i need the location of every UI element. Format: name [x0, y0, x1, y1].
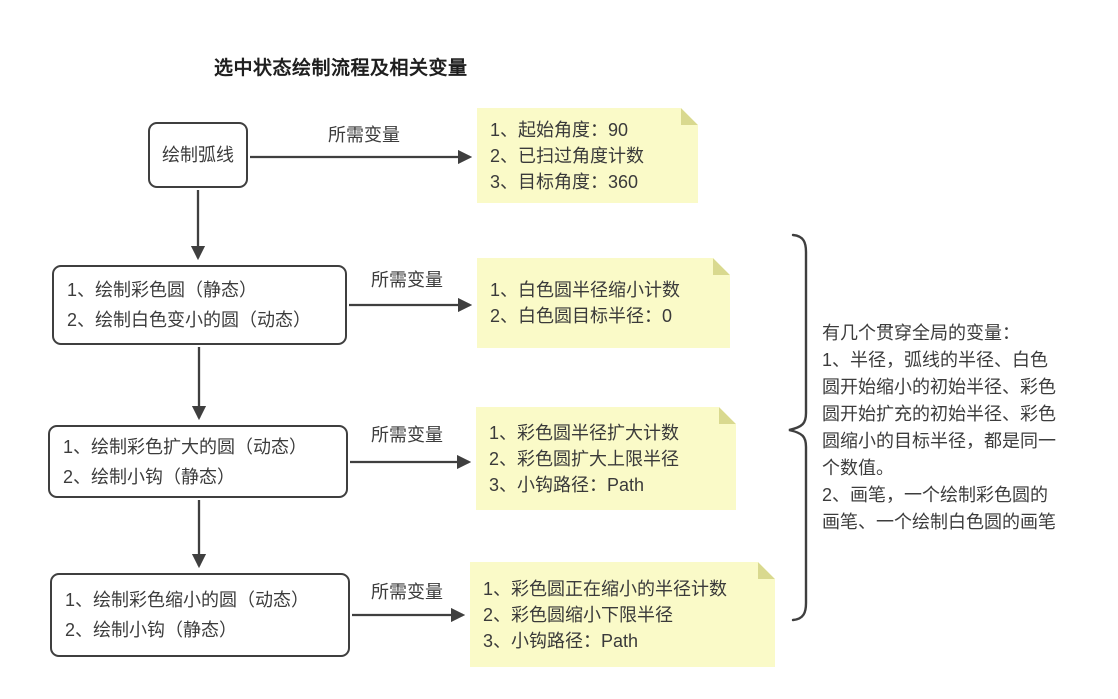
note-line: 3、小钩路径：Path [489, 474, 645, 495]
note-line: 2、彩色圆缩小下限半径 [483, 604, 674, 625]
flow-box-line: 1、绘制彩色扩大的圆（动态） [63, 436, 308, 457]
note-line: 3、目标角度：360 [490, 171, 639, 192]
note-line: 1、彩色圆半径扩大计数 [489, 422, 680, 443]
note-fold-corner [681, 108, 698, 125]
required-vars-label: 所需变量 [328, 125, 400, 145]
flow-box-line: 2、绘制白色变小的圆（动态） [67, 310, 312, 330]
flow-box-line: 2、绘制小钩（静态） [65, 620, 238, 640]
flow-box-line: 绘制弧线 [162, 145, 234, 165]
sticky-note-white-circle-vars: 1、白色圆半径缩小计数 2、白色圆目标半径：0 [477, 258, 730, 348]
note-line: 3、小钩路径：Path [483, 630, 639, 651]
flow-box-color-circle-static: 1、绘制彩色圆（静态） 2、绘制白色变小的圆（动态） [52, 265, 347, 345]
flow-box-color-circle-expand: 1、绘制彩色扩大的圆（动态） 2、绘制小钩（静态） [48, 425, 348, 498]
sticky-note-arc-vars: 1、起始角度：90 2、已扫过角度计数 3、目标角度：360 [477, 108, 698, 203]
note-fold-corner [713, 258, 730, 275]
required-vars-label: 所需变量 [371, 270, 443, 290]
flow-box-draw-arc: 绘制弧线 [148, 122, 248, 188]
grouping-bracket [788, 233, 808, 622]
note-fold-corner [758, 562, 775, 579]
note-line: 2、彩色圆扩大上限半径 [489, 448, 680, 469]
flow-box-line: 1、绘制彩色圆（静态） [67, 280, 258, 300]
flow-box-color-circle-shrink: 1、绘制彩色缩小的圆（动态） 2、绘制小钩（静态） [50, 573, 350, 657]
note-fold-corner [719, 407, 736, 424]
note-line: 2、白色圆目标半径：0 [490, 306, 673, 326]
diagram-title: 选中状态绘制流程及相关变量 [214, 58, 468, 79]
note-line: 1、白色圆半径缩小计数 [490, 280, 681, 300]
sticky-note-shrink-vars: 1、彩色圆正在缩小的半径计数 2、彩色圆缩小下限半径 3、小钩路径：Path [470, 562, 775, 667]
flow-box-line: 2、绘制小钩（静态） [63, 466, 236, 487]
required-vars-label: 所需变量 [371, 425, 443, 445]
note-line: 2、已扫过角度计数 [490, 145, 645, 166]
sticky-note-expand-vars: 1、彩色圆半径扩大计数 2、彩色圆扩大上限半径 3、小钩路径：Path [476, 407, 736, 510]
required-vars-label: 所需变量 [371, 582, 443, 602]
global-vars-annotation: 有几个贯穿全局的变量： 1、半径，弧线的半径、白色 圆开始缩小的初始半径、彩色 … [822, 323, 1056, 532]
note-line: 1、彩色圆正在缩小的半径计数 [483, 578, 728, 599]
flow-box-line: 1、绘制彩色缩小的圆（动态） [65, 590, 310, 610]
note-line: 1、起始角度：90 [490, 119, 629, 140]
